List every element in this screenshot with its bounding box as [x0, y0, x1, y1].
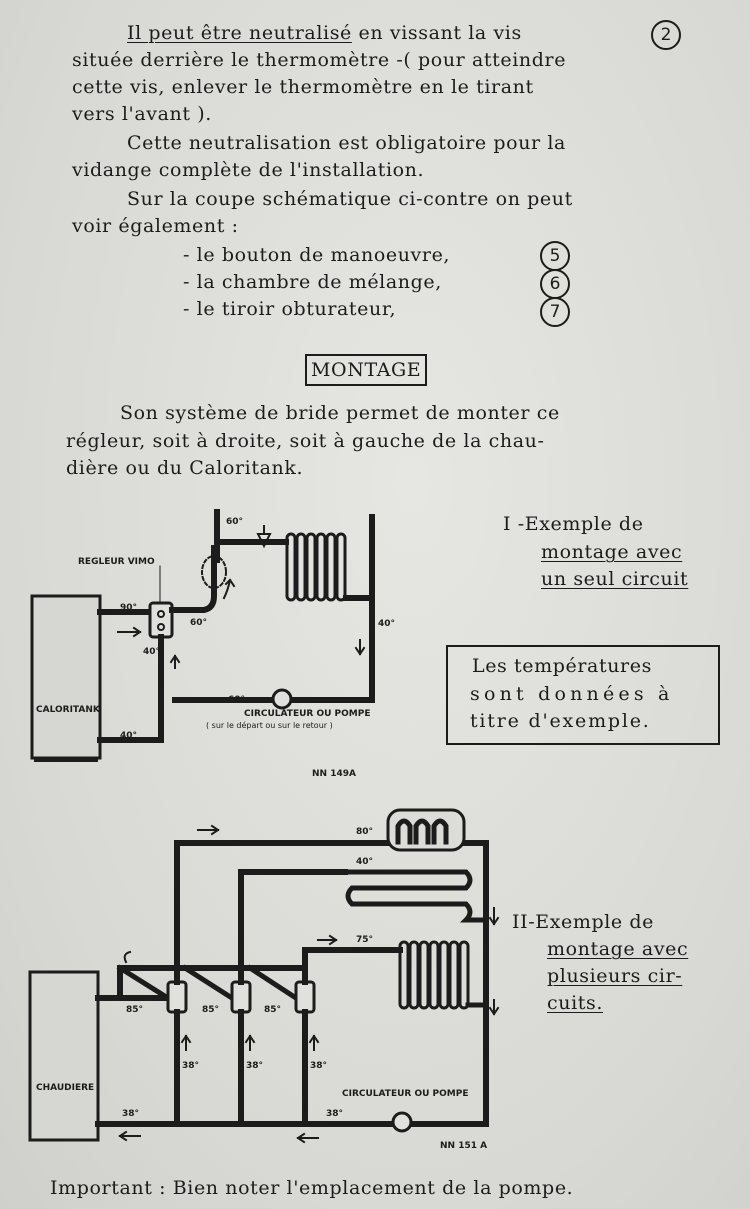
floor-coil — [342, 869, 489, 923]
flow-arrow — [197, 824, 220, 836]
regulator-2 — [230, 980, 252, 1014]
flow-arrow — [169, 654, 181, 669]
flow-arrow — [123, 950, 132, 964]
circulation-pump — [271, 688, 293, 710]
paragraph-2-line-2: vidange complète de l'installation. — [72, 159, 425, 181]
temp-label: 85° — [264, 1005, 281, 1015]
list-item: - le bouton de manoeuvre, — [183, 244, 451, 266]
pump-label: CIRCULATEUR OU POMPE — [244, 709, 371, 719]
note-line-1: Les températures — [472, 655, 652, 677]
note-line-3: titre d'exemple. — [470, 710, 651, 732]
regulator-3 — [294, 980, 316, 1014]
temp-label: 80° — [356, 827, 373, 837]
example-2-caption-line-2: montage avec — [547, 938, 689, 960]
temp-label: 85° — [202, 1005, 219, 1015]
flow-arrow — [317, 934, 338, 946]
paragraph-1-line-1: Il peut être neutralisé en vissant la vi… — [127, 20, 522, 47]
flow-arrow — [308, 1034, 320, 1051]
temp-label: 40° — [356, 857, 373, 867]
example-1-caption-line-1: I -Exemple de — [503, 511, 644, 538]
montage-line-3: dière ou du Caloritank. — [66, 457, 304, 479]
temp-label: 85° — [126, 1005, 143, 1015]
flow-arrow — [118, 1130, 141, 1142]
footer-important-note: Important : Bien noter l'emplacement de … — [50, 1177, 574, 1199]
section-title-montage: MONTAGE — [305, 354, 428, 386]
temp-label: 40° — [143, 647, 160, 657]
temp-label: 60° — [226, 517, 243, 527]
flow-arrow — [244, 1034, 256, 1051]
callout-number-7: 7 — [540, 297, 570, 327]
flow-arrow — [180, 1034, 192, 1051]
paragraph-1-line-2: située derrière le thermomètre -( pour a… — [72, 49, 567, 71]
montage-line-1: Son système de bride permet de monter ce — [120, 402, 560, 424]
temp-label: 38° — [122, 1109, 139, 1119]
regulator-label: REGLEUR VIMO — [78, 557, 155, 567]
note-line-2: sont données à — [470, 683, 674, 705]
radiator — [285, 532, 347, 602]
temp-label: 38° — [326, 1109, 343, 1119]
paragraph-1-line-3: cette vis, enlever le thermomètre en le … — [72, 76, 534, 98]
temp-label: 40° — [378, 619, 395, 629]
underlined-phrase: Il peut être neutralisé — [127, 22, 352, 44]
flow-arrow — [222, 578, 236, 600]
temp-label: 38° — [182, 1061, 199, 1071]
list-item: - la chambre de mélange, — [183, 271, 442, 293]
example-2-caption-line-4: cuits. — [547, 992, 603, 1014]
radiator — [398, 940, 470, 1010]
paragraph-2-line-1: Cette neutralisation est obligatoire pou… — [127, 132, 566, 154]
chaudiere-boiler — [28, 970, 100, 1142]
flow-arrow — [488, 999, 500, 1016]
callout-number-2: 2 — [651, 20, 681, 50]
pump-note: ( sur le départ ou sur le retour ) — [206, 720, 333, 730]
temp-label: 38° — [246, 1061, 263, 1071]
temperature-note-box: Les températures sont données à titre d'… — [446, 645, 720, 745]
flow-arrow — [354, 639, 366, 656]
list-item: - le tiroir obturateur, — [183, 298, 397, 320]
temp-label: 40° — [120, 731, 137, 741]
circulation-pump — [391, 1111, 413, 1133]
temp-label: 90° — [120, 603, 137, 613]
example-2-caption-line-1: II-Exemple de — [512, 911, 655, 933]
boiler-label: CALORITANK — [36, 705, 101, 715]
boiler-label: CHAUDIERE — [36, 1083, 94, 1093]
example-1-caption-line-2: montage avec — [541, 541, 683, 563]
paragraph-1-line-4: vers l'avant ). — [72, 103, 212, 125]
example-1-caption-text: I -Exemple de — [503, 513, 644, 535]
example-1-caption-line-3: un seul circuit — [541, 568, 689, 590]
flow-arrow — [117, 626, 142, 638]
diagram-reference: NN 149A — [312, 769, 356, 779]
paragraph-3-line-2: voir également : — [72, 215, 239, 237]
caloritank-tank — [30, 594, 102, 760]
flow-arrow — [296, 1132, 319, 1144]
montage-line-2: régleur, soit à droite, soit à gauche de… — [66, 430, 545, 452]
phrase: en vissant la vis — [358, 22, 522, 44]
example-2-caption-line-3: plusieurs cir- — [547, 965, 683, 987]
temp-label: 38° — [310, 1061, 327, 1071]
pump-label: CIRCULATEUR OU POMPE — [342, 1089, 469, 1099]
temp-label: 60° — [228, 695, 245, 705]
regulator-1 — [166, 980, 188, 1014]
temp-label: 60° — [190, 618, 207, 628]
flow-arrow — [488, 907, 500, 926]
temp-label: 75° — [356, 935, 373, 945]
paragraph-3-line-1: Sur la coupe schématique ci-contre on pe… — [127, 188, 573, 210]
diagram-reference: NN 151 A — [440, 1141, 487, 1151]
